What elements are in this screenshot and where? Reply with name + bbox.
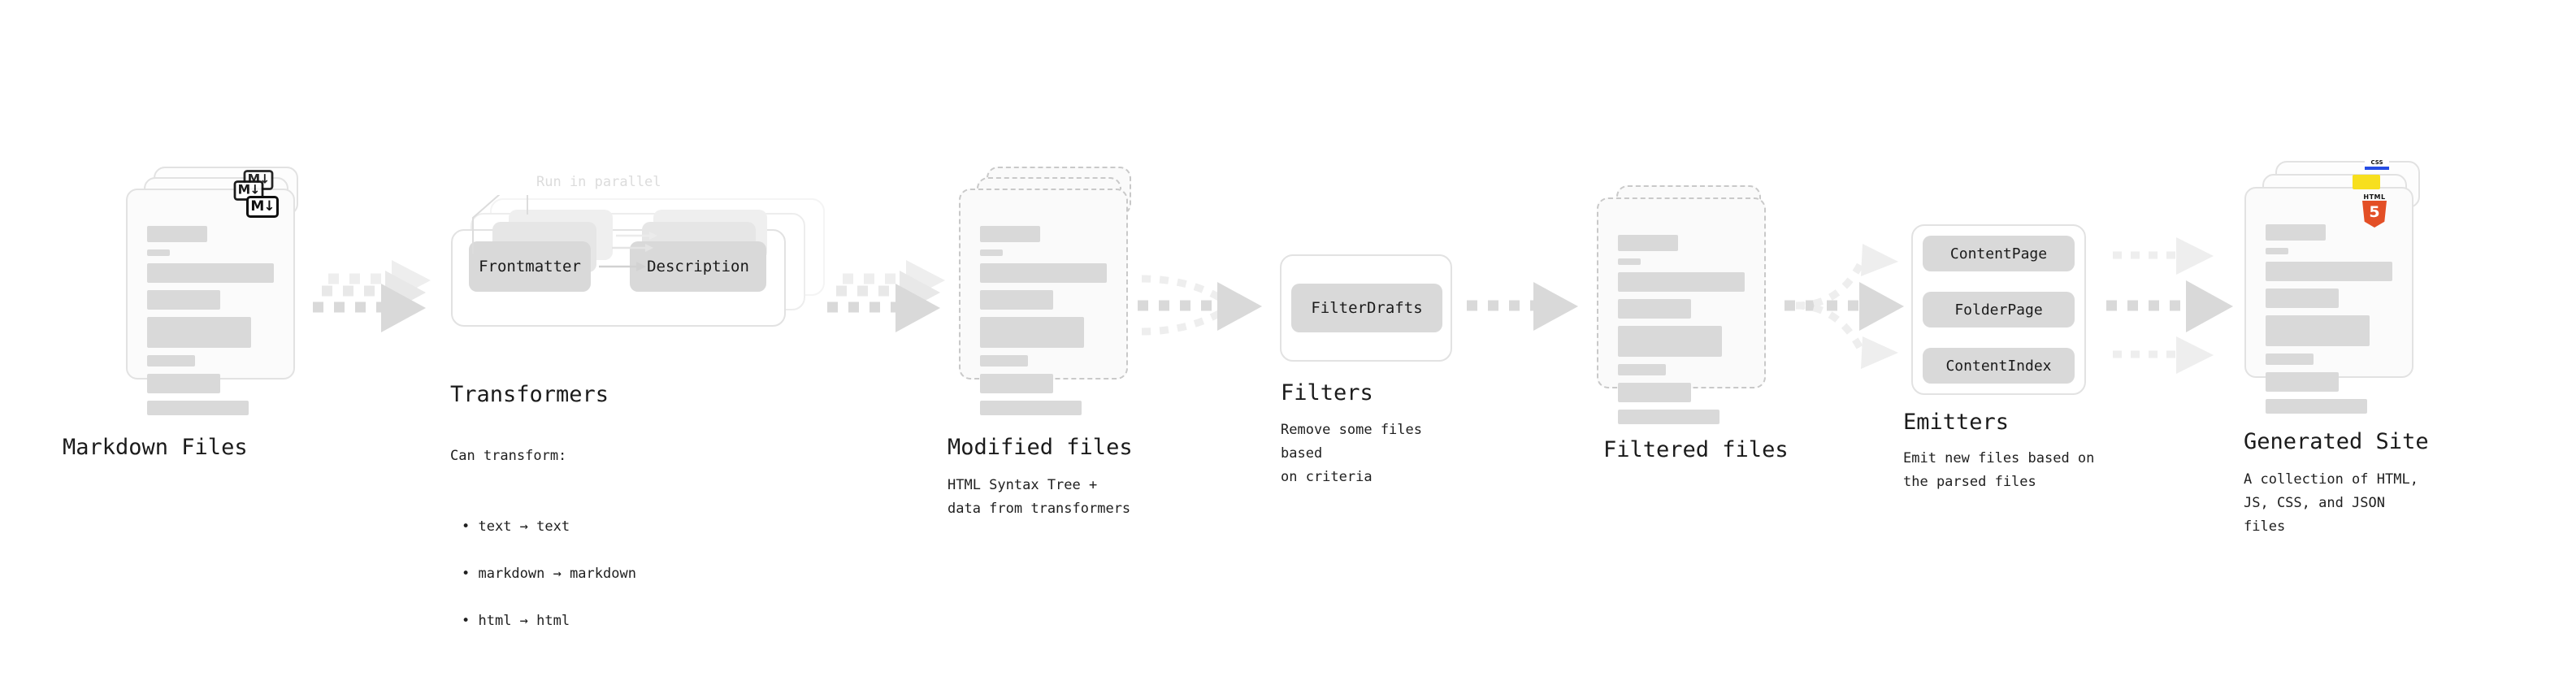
emitters-pill-folderpage[interactable]: FolderPage [1923,292,2075,327]
stage-title-emitters: Emitters [1903,410,2010,435]
arrow-filtered-to-emitters [1785,244,1904,369]
arrow-modified-to-filters [1138,275,1262,336]
stage-filtered-files: Filtered files [1597,185,1789,462]
js-icon [2353,175,2380,189]
stage-markdown-files: M↓ M↓ M↓ Markdown Files [63,167,301,460]
transformers-caption-item-1: markdown → markdown [450,562,635,586]
filtered-card-front [1597,197,1766,424]
site-card-bars [2266,224,2392,421]
arrow-emitters-to-site [2106,237,2233,374]
stage-transformers: Frontmatter Description Run in par [450,174,833,629]
filtered-card-bars [1618,235,1745,432]
stage-title-generated-site: Generated Site [2244,429,2429,454]
transformers-caption-item-2: html → html [450,609,636,633]
modified-card-front [959,189,1128,415]
stage-emitters: ContentPage FolderPage ContentIndex Emit… [1903,224,2098,490]
arrow-transformers-to-modified [827,260,945,332]
transformer-pill-frontmatter[interactable]: Frontmatter [469,241,591,292]
markdown-card-bars [147,226,274,423]
filters-pill-filterdrafts[interactable]: FilterDrafts [1291,284,1442,332]
stage-title-filtered-files: Filtered files [1603,437,1789,462]
stage-filters: FilterDrafts Filters Remove some files b… [1280,254,1455,485]
markdown-icon: M↓ [246,196,279,218]
stage-title-markdown-files: Markdown Files [63,435,248,460]
transformer-pill-description[interactable]: Description [630,241,766,292]
emitters-pill-contentpage[interactable]: ContentPage [1923,236,2075,271]
emitters-pill-contentindex[interactable]: ContentIndex [1923,348,2075,384]
html5-icon: HTML [2361,193,2388,228]
transformers-caption-lead: Can transform: [450,448,567,464]
arrow-markdown-to-transformers [313,260,431,332]
html5-icon-shield [2362,201,2387,228]
stage-generated-site: CSS HTML Generated Site A collection of … [2244,159,2429,535]
stage-title-modified-files: Modified files [948,435,1133,460]
transformers-caption-item-0: text → text [450,515,636,539]
stage-caption-modified-files: HTML Syntax Tree + data from transformer… [948,477,1131,517]
stage-title-filters: Filters [1281,380,1373,406]
html5-icon-label: HTML [2363,193,2386,201]
transformers-parallel-note: Run in parallel [536,174,661,190]
stage-caption-emitters: Emit new files based on the parsed files [1903,450,2095,490]
markdown-card-front [126,189,295,415]
stage-caption-generated-site: A collection of HTML, JS, CSS, and JSON … [2244,471,2418,535]
transformers-caption-list: text → text markdown → markdown html → h… [450,492,636,657]
modified-card-bars [980,226,1107,423]
site-card-front [2244,187,2413,414]
stage-caption-filters: Remove some files based on criteria [1281,422,1422,485]
arrow-filters-to-filtered [1467,282,1578,331]
stage-modified-files: Modified files HTML Syntax Tree + data f… [948,167,1134,517]
css-icon: CSS [2365,159,2389,170]
stage-title-transformers: Transformers [450,382,609,407]
